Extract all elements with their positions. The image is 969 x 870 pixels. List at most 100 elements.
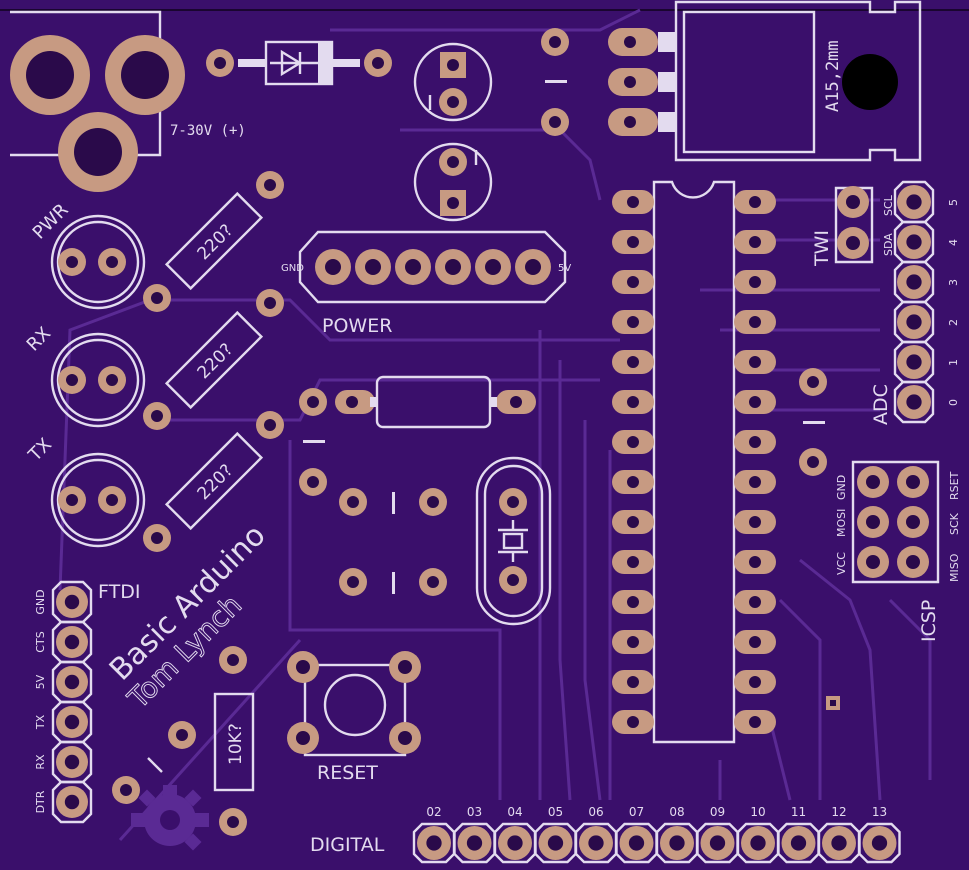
icsp-mosi-label: MOSI bbox=[835, 509, 848, 537]
digital-pin-label: 03 bbox=[467, 805, 482, 819]
dip-pad-right-hole bbox=[749, 236, 761, 248]
dip-pad-right-hole bbox=[749, 516, 761, 528]
power-5v-label: 5V bbox=[558, 263, 571, 274]
ftdi-pin-pad-hole bbox=[64, 634, 80, 650]
dip-pad-left-hole bbox=[627, 356, 639, 368]
digital-pin-label: 05 bbox=[548, 805, 563, 819]
dip-pad-left-hole bbox=[627, 516, 639, 528]
digital-pin-frame bbox=[858, 822, 901, 864]
digital-pin-label: 04 bbox=[507, 805, 522, 819]
dip-pad-left-hole bbox=[627, 596, 639, 608]
twi-label: TWI bbox=[811, 230, 833, 267]
digital-pin-label: 11 bbox=[791, 805, 806, 819]
ftdi-pin-label: GND bbox=[34, 589, 47, 614]
power-jack: 7-30V (+) bbox=[10, 10, 246, 192]
reset-label: RESET bbox=[317, 762, 378, 784]
digital-pin-pad-hole bbox=[628, 835, 645, 851]
voltage-regulator: A15,2mm bbox=[608, 0, 922, 162]
digital-pin-pad-hole bbox=[871, 835, 888, 851]
icsp-label: ICSP bbox=[918, 600, 940, 642]
digital-pin-pad-hole bbox=[507, 835, 523, 851]
reset-button[interactable]: RESET bbox=[287, 651, 421, 784]
dip-pad-right-hole bbox=[749, 716, 761, 728]
ftdi-pin-pad-hole bbox=[64, 754, 80, 770]
digital-pin-frame bbox=[493, 822, 537, 864]
capacitor-c2 bbox=[413, 142, 493, 222]
digital-pin-label: 08 bbox=[669, 805, 684, 819]
regulator-label: A15,2mm bbox=[823, 40, 843, 112]
digital-pin-frame bbox=[817, 822, 861, 864]
dip-pad-right-hole bbox=[749, 396, 761, 408]
power-input-label: 7-30V (+) bbox=[170, 123, 246, 139]
icsp-rset-label: RSET bbox=[948, 471, 961, 500]
adc-pin-label: 5 bbox=[947, 199, 960, 206]
dip-pad-right-hole bbox=[749, 316, 761, 328]
adc-pin-label: 1 bbox=[947, 359, 960, 366]
gear-logo-icon bbox=[131, 785, 209, 851]
reset-resistor: 10K? bbox=[213, 646, 255, 836]
dip-pad-right-hole bbox=[749, 556, 761, 568]
adc-pin-label: 4 bbox=[947, 239, 960, 246]
digital-pin-label: 09 bbox=[710, 805, 725, 819]
twi-header: TWI SCL SDA bbox=[811, 186, 895, 267]
copper-traces bbox=[58, 8, 932, 842]
icsp-gnd-label: GND bbox=[835, 475, 848, 500]
ftdi-label: FTDI bbox=[98, 581, 140, 603]
dip-pad-left-hole bbox=[627, 636, 639, 648]
digital-pin-frame bbox=[777, 822, 820, 864]
adc-pin-pad-hole bbox=[906, 394, 922, 410]
digital-pin-label: 07 bbox=[629, 805, 644, 819]
digital-pin-label: 13 bbox=[872, 805, 887, 819]
digital-label: DIGITAL bbox=[310, 834, 385, 856]
dip-pad-right-hole bbox=[749, 436, 761, 448]
digital-pin-pad-hole bbox=[669, 835, 685, 851]
digital-pin-frame bbox=[534, 822, 577, 864]
adc-pin-pad-hole bbox=[906, 274, 922, 290]
digital-pin-pad-hole bbox=[790, 835, 807, 851]
dip-pad-left-hole bbox=[627, 476, 639, 488]
ftdi-pin-pad-hole bbox=[64, 714, 80, 730]
dip-pad-left-hole bbox=[627, 716, 639, 728]
digital-pin-pad-hole bbox=[466, 835, 483, 851]
diode bbox=[206, 40, 392, 86]
ftdi-pin-frame bbox=[51, 780, 93, 824]
adc-pin-pad-hole bbox=[906, 354, 922, 370]
scl-label: SCL bbox=[882, 194, 895, 216]
dip-pad-right-hole bbox=[749, 356, 761, 368]
adc-pin-pad-hole bbox=[906, 194, 922, 210]
test-pad-hole bbox=[830, 700, 836, 706]
dip-pad-right-hole bbox=[749, 676, 761, 688]
icsp-sck-label: SCK bbox=[948, 512, 961, 535]
digital-pin-pad-hole bbox=[750, 835, 766, 851]
capacitor-c6 bbox=[799, 368, 827, 476]
power-gnd-label: GND bbox=[281, 263, 304, 274]
dip-pad-right-hole bbox=[749, 476, 761, 488]
capacitor-c4 bbox=[339, 488, 447, 516]
capacitor-c5 bbox=[339, 568, 447, 596]
dip-pad-right-hole bbox=[749, 636, 761, 648]
digital-pin-label: 12 bbox=[831, 805, 846, 819]
icsp-header: GND MOSI VCC RSET SCK MISO ICSP bbox=[835, 460, 961, 642]
dip-pad-left-hole bbox=[627, 676, 639, 688]
digital-pin-frame bbox=[615, 822, 658, 864]
dip-pad-left-hole bbox=[627, 396, 639, 408]
ftdi-pin-label: CTS bbox=[34, 631, 47, 652]
adc-pin-label: 0 bbox=[947, 399, 960, 406]
dip-pad-left-hole bbox=[627, 196, 639, 208]
icsp-vcc-label: VCC bbox=[835, 552, 848, 575]
diode-small bbox=[112, 721, 196, 804]
dip-pad-right-hole bbox=[749, 196, 761, 208]
dip-pad-left-hole bbox=[627, 436, 639, 448]
capacitor-c3 bbox=[541, 28, 569, 136]
ferrite bbox=[299, 375, 536, 496]
digital-pin-pad-hole bbox=[547, 835, 564, 851]
digital-pin-frame bbox=[412, 822, 456, 864]
microcontroller-dip28 bbox=[612, 180, 776, 744]
digital-pin-frame bbox=[736, 822, 780, 864]
digital-pin-pad-hole bbox=[831, 835, 847, 851]
dip-pad-left-hole bbox=[627, 316, 639, 328]
